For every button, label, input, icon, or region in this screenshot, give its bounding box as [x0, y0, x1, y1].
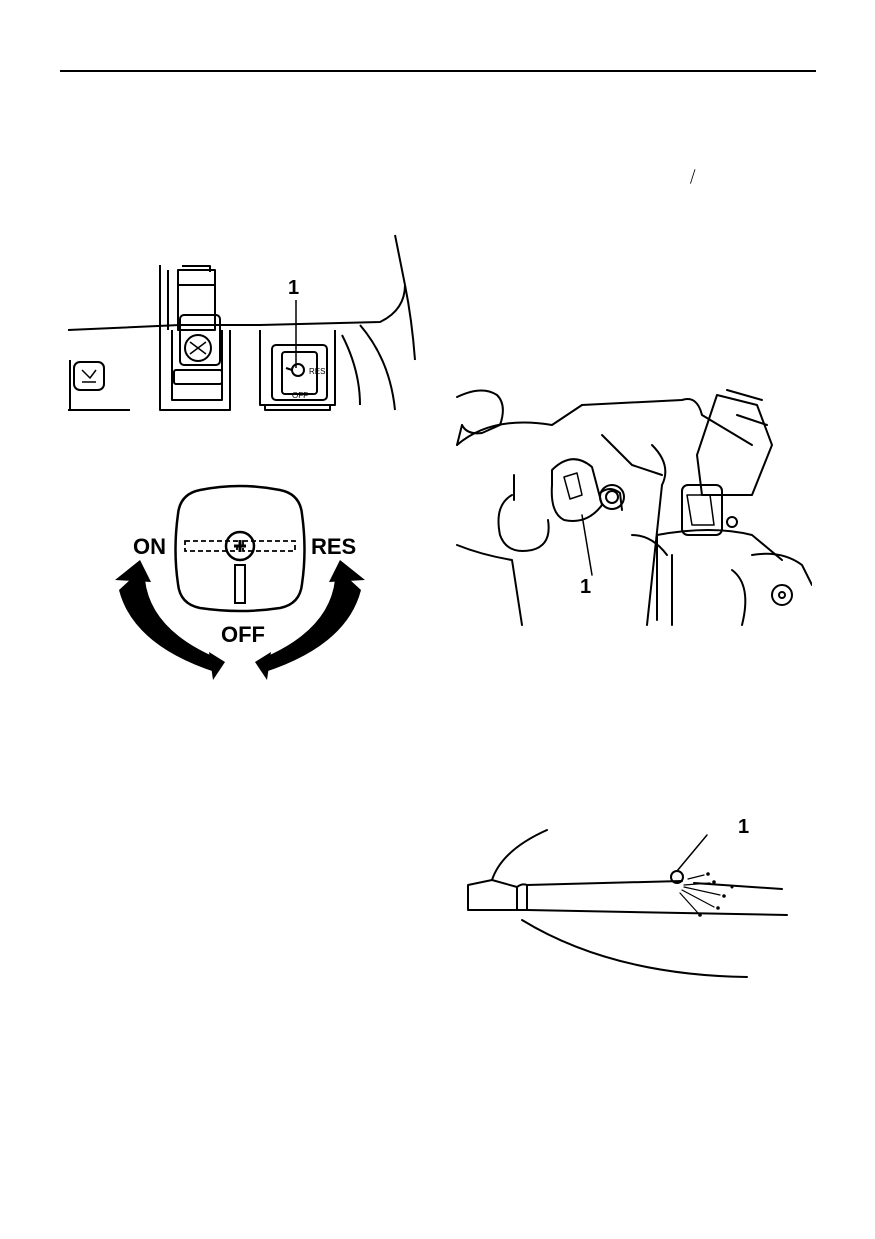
- header-rule: [60, 70, 816, 72]
- switch-panel-illustration: 1 OFF RES: [67, 234, 416, 411]
- nozzle-callout-1: 1: [738, 816, 749, 838]
- switch-panel-callout-1: 1: [288, 277, 299, 299]
- nozzle-spray-illustration: 1: [467, 816, 788, 978]
- key-insertion-callout-1: 1: [580, 576, 591, 598]
- switch-mini-label-res: RES: [309, 367, 325, 376]
- dial-label-off: OFF: [221, 622, 265, 647]
- switch-mini-label-off: OFF: [292, 391, 308, 400]
- dial-position-diagram: ON RES OFF: [115, 484, 365, 680]
- key-insertion-illustration: 1: [456, 389, 812, 626]
- dial-label-on: ON: [133, 534, 166, 559]
- header-symbol-icon: ⧸: [690, 169, 696, 186]
- dial-label-res: RES: [311, 534, 356, 559]
